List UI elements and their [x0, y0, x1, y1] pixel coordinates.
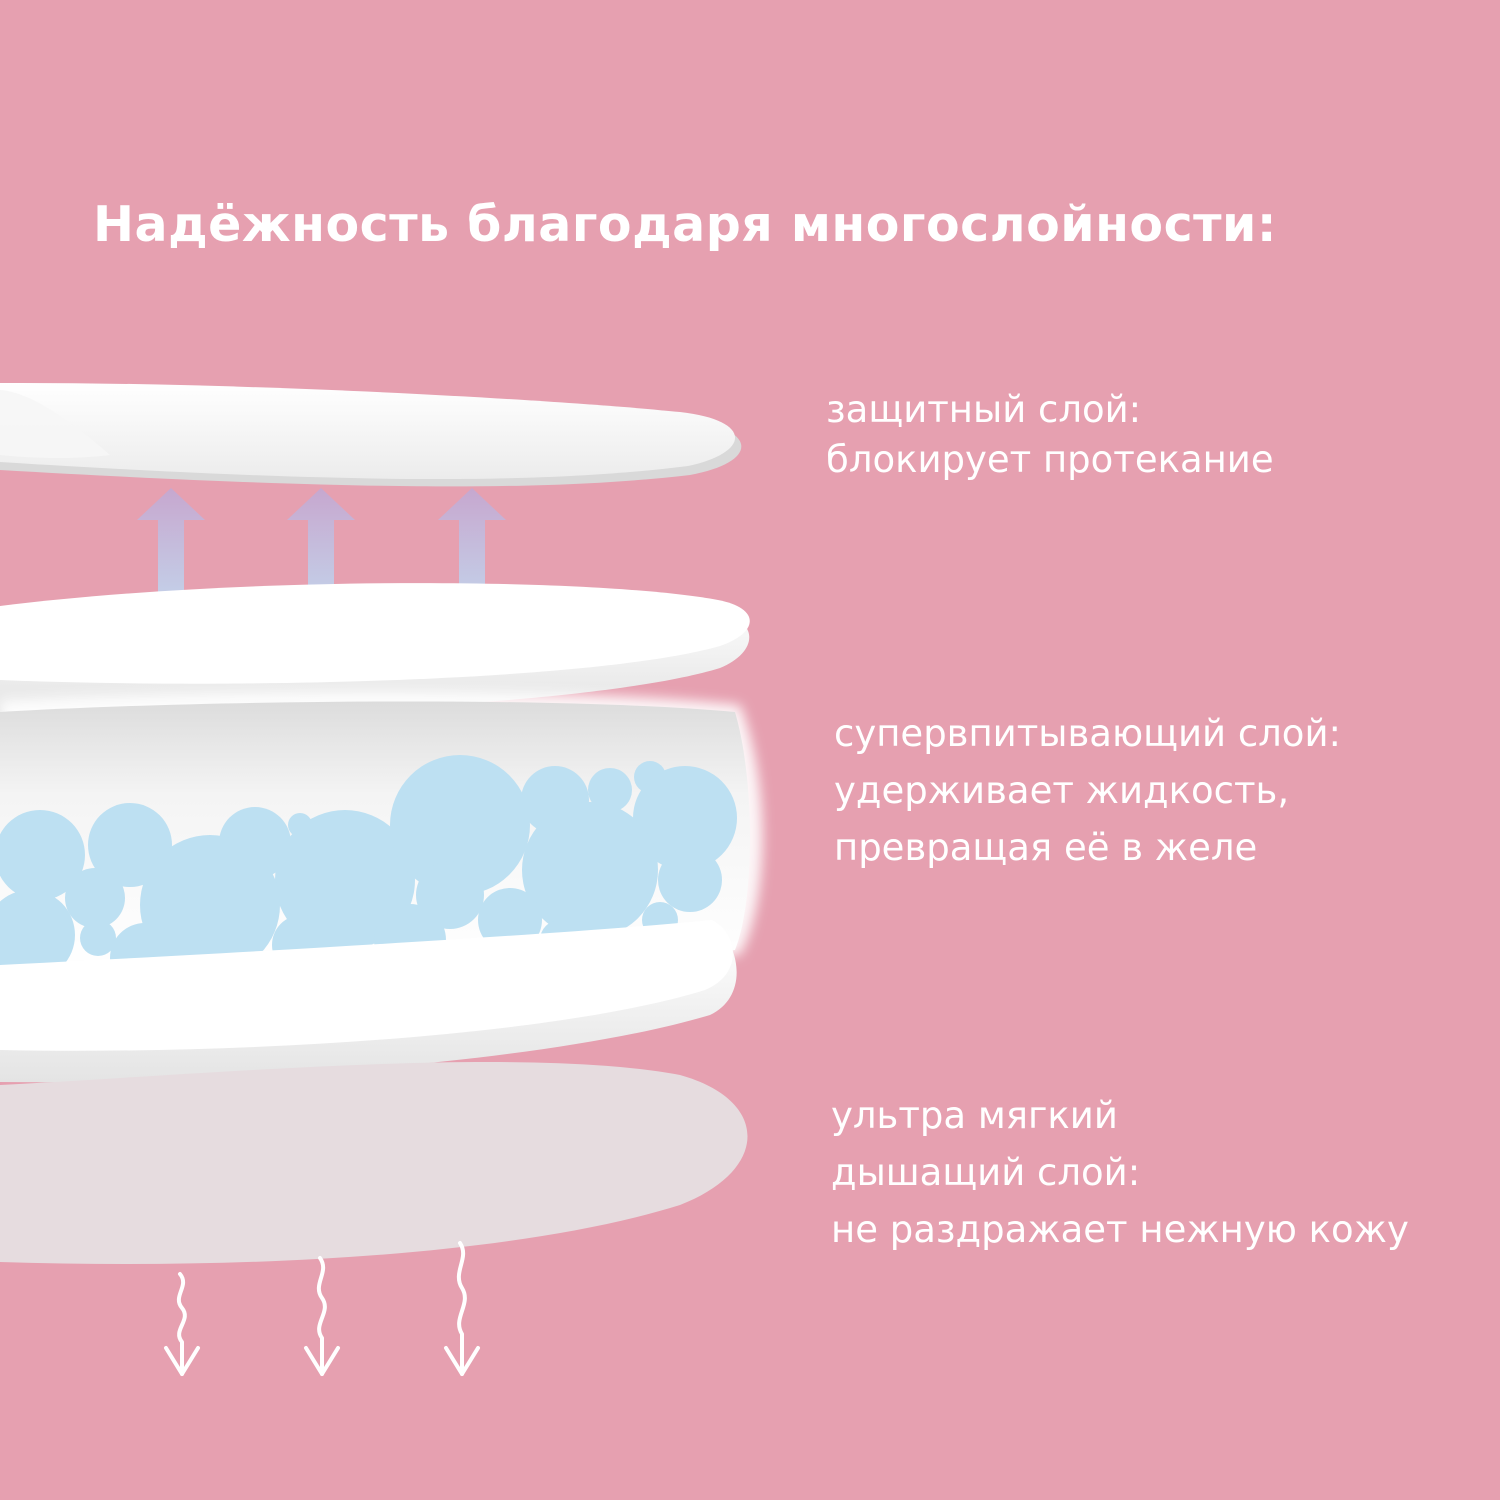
- arrow-up-icon: [438, 488, 506, 632]
- breathable-layer-description: не раздражает нежную кожу: [831, 1208, 1409, 1251]
- protective-layer: [0, 382, 742, 487]
- breathable-layer-label: ультра мягкий дышащий слой: не раздражае…: [831, 1087, 1409, 1258]
- protective-layer-fold: [0, 390, 110, 459]
- absorbent-layer: [0, 691, 763, 993]
- down-arrows: [164, 1241, 480, 1376]
- wavy-arrow-down-icon: [164, 1272, 200, 1376]
- absorbent-layer-label: супервпитывающий слой: удерживает жидкос…: [834, 705, 1341, 876]
- absorbent-layer-description-line-1: удерживает жидкость,: [834, 769, 1290, 812]
- protective-layer-title: защитный слой:: [826, 388, 1142, 431]
- absorbent-layer-title: супервпитывающий слой:: [834, 712, 1341, 755]
- protective-layer-surface: [0, 382, 736, 479]
- wavy-arrow-down-icon: [304, 1256, 340, 1376]
- upper-sheet: [0, 583, 750, 715]
- absorbent-layer-description-line-2: превращая её в желе: [834, 826, 1258, 869]
- up-arrows: [137, 488, 506, 632]
- gel-beads: [0, 755, 737, 993]
- protective-layer-description: блокирует протекание: [826, 438, 1274, 481]
- wavy-arrow-down-icon: [444, 1241, 480, 1376]
- arrow-up-icon: [287, 488, 355, 632]
- arrow-up-icon: [137, 488, 205, 632]
- headline: Надёжность благодаря многослойности:: [93, 196, 1277, 253]
- breathable-layer: [0, 1062, 748, 1265]
- lower-sheet: [0, 920, 737, 1083]
- protective-layer-label: защитный слой: блокирует протекание: [826, 385, 1274, 485]
- breathable-layer-title-line-1: ультра мягкий: [831, 1094, 1118, 1137]
- breathable-layer-title-line-2: дышащий слой:: [831, 1151, 1141, 1194]
